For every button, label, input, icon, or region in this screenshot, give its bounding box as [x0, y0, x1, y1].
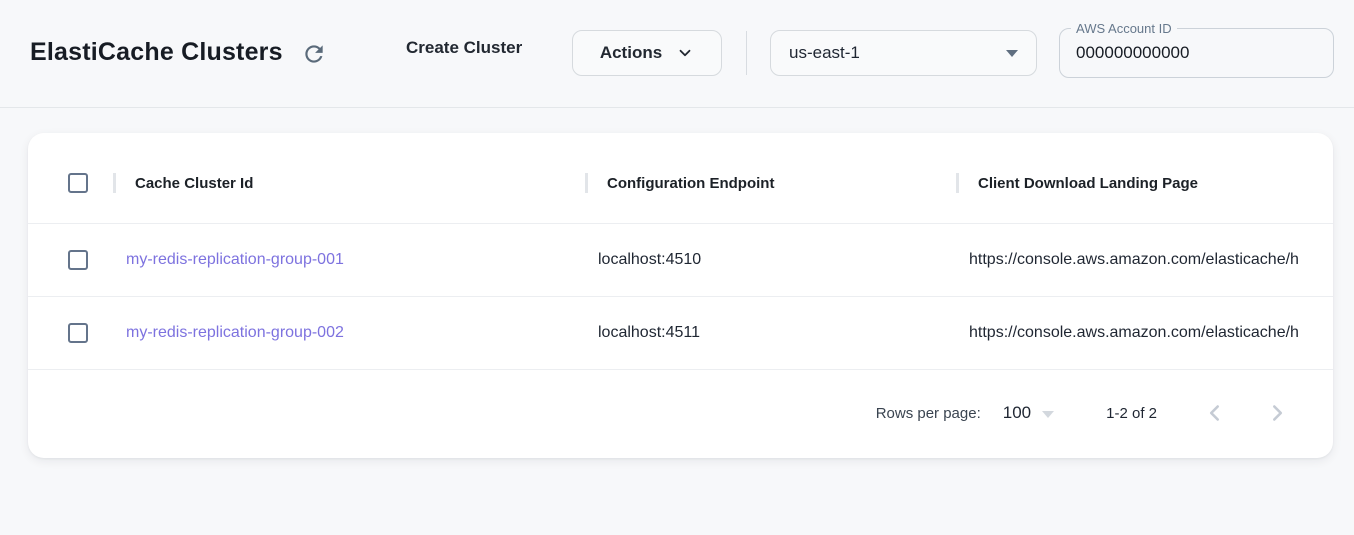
pagination-range-label: 1-2 of 2	[1106, 404, 1157, 422]
dropdown-arrow-icon	[1006, 49, 1018, 57]
table-row: my-redis-replication-group-002 localhost…	[28, 297, 1333, 370]
column-header-client-download-landing-page[interactable]: Client Download Landing Page	[956, 143, 1333, 223]
configuration-endpoint-cell: localhost:4510	[598, 251, 702, 268]
aws-account-id-input[interactable]	[1060, 29, 1333, 77]
column-separator	[113, 173, 116, 193]
cache-cluster-id-cell: my-redis-replication-group-001	[113, 251, 585, 269]
create-cluster-button[interactable]: Create Cluster	[406, 38, 523, 57]
clusters-table-card: Cache Cluster Id Configuration Endpoint …	[28, 133, 1333, 458]
chevron-right-icon	[1264, 400, 1290, 426]
refresh-icon	[301, 41, 329, 67]
chevron-down-icon	[676, 44, 694, 62]
region-select-value: us-east-1	[789, 43, 860, 62]
column-header-label: Cache Cluster Id	[135, 174, 254, 192]
refresh-button[interactable]	[301, 40, 329, 68]
previous-page-button[interactable]	[1201, 399, 1229, 427]
column-separator	[585, 173, 588, 193]
select-all-checkbox[interactable]	[68, 173, 88, 193]
row-checkbox-cell	[28, 250, 113, 270]
client-download-landing-page-cell: https://console.aws.amazon.com/elasticac…	[969, 251, 1299, 268]
select-all-cell	[28, 173, 113, 193]
cluster-link[interactable]: my-redis-replication-group-001	[126, 251, 344, 268]
configuration-endpoint-cell: localhost:4511	[598, 324, 700, 341]
dropdown-arrow-icon	[1042, 411, 1055, 418]
table-row: my-redis-replication-group-001 localhost…	[28, 224, 1333, 297]
client-download-landing-page-cell: https://console.aws.amazon.com/elasticac…	[969, 324, 1299, 341]
rows-per-page-value: 100	[1002, 403, 1032, 422]
rows-per-page-select[interactable]: 100	[1002, 403, 1055, 423]
column-separator	[956, 173, 959, 193]
rows-per-page-label: Rows per page:	[875, 404, 981, 422]
actions-button-label: Actions	[599, 43, 663, 62]
page-header: ElastiCache Clusters Create Cluster Acti…	[0, 0, 1354, 108]
row-checkbox[interactable]	[68, 323, 88, 343]
column-header-configuration-endpoint[interactable]: Configuration Endpoint	[585, 143, 956, 223]
region-select[interactable]: us-east-1	[770, 30, 1037, 76]
row-checkbox-cell	[28, 323, 113, 343]
aws-account-id-field: AWS Account ID	[1059, 20, 1334, 78]
aws-account-id-label: AWS Account ID	[1071, 20, 1177, 37]
table-pagination: Rows per page: 100 1-2 of 2	[28, 370, 1333, 456]
next-page-button[interactable]	[1263, 399, 1291, 427]
chevron-left-icon	[1202, 400, 1228, 426]
row-checkbox[interactable]	[68, 250, 88, 270]
column-header-label: Client Download Landing Page	[978, 174, 1199, 192]
table-header-row: Cache Cluster Id Configuration Endpoint …	[28, 133, 1333, 224]
header-divider	[746, 31, 747, 75]
page-title: ElastiCache Clusters	[30, 38, 283, 66]
cluster-link[interactable]: my-redis-replication-group-002	[126, 324, 344, 341]
column-header-cache-cluster-id[interactable]: Cache Cluster Id	[113, 143, 585, 223]
actions-button[interactable]: Actions	[572, 30, 722, 76]
column-header-label: Configuration Endpoint	[607, 174, 775, 192]
cache-cluster-id-cell: my-redis-replication-group-002	[113, 324, 585, 342]
